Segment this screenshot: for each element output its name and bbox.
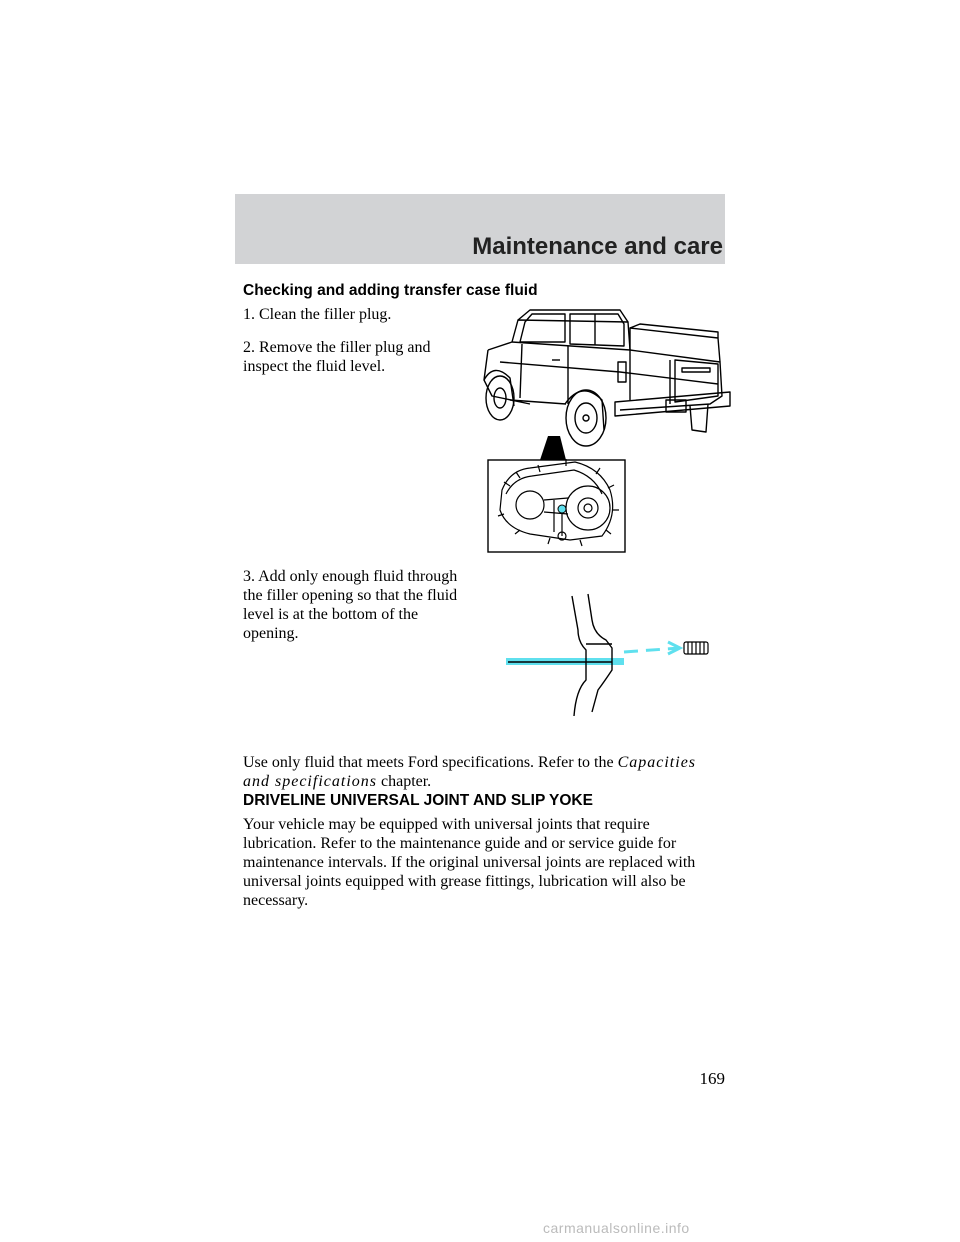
truck-illustration	[483, 309, 731, 553]
page-header-title: Maintenance and care	[472, 233, 723, 260]
driveline-paragraph: Your vehicle may be equipped with univer…	[243, 816, 696, 909]
fluid-spec-note: Use only fluid that meets Ford specifica…	[243, 754, 697, 790]
watermark: carmanualsonline.info	[543, 1220, 690, 1236]
filler-opening-illustration	[506, 593, 709, 717]
header-band: Maintenance and care	[235, 194, 725, 264]
driveline-heading: DRIVELINE UNIVERSAL JOINT AND SLIP YOKE	[243, 792, 593, 809]
step-3: 3. Add only enough fluid through the fil…	[243, 568, 458, 642]
transfer-case-heading: Checking and adding transfer case fluid	[243, 282, 538, 299]
page-number: 169	[699, 1069, 726, 1088]
capacities-link-text: Capacities	[617, 754, 697, 771]
step-1: 1. Clean the filler plug.	[243, 306, 392, 323]
step-2: 2. Remove the filler plug and inspect th…	[243, 339, 431, 375]
